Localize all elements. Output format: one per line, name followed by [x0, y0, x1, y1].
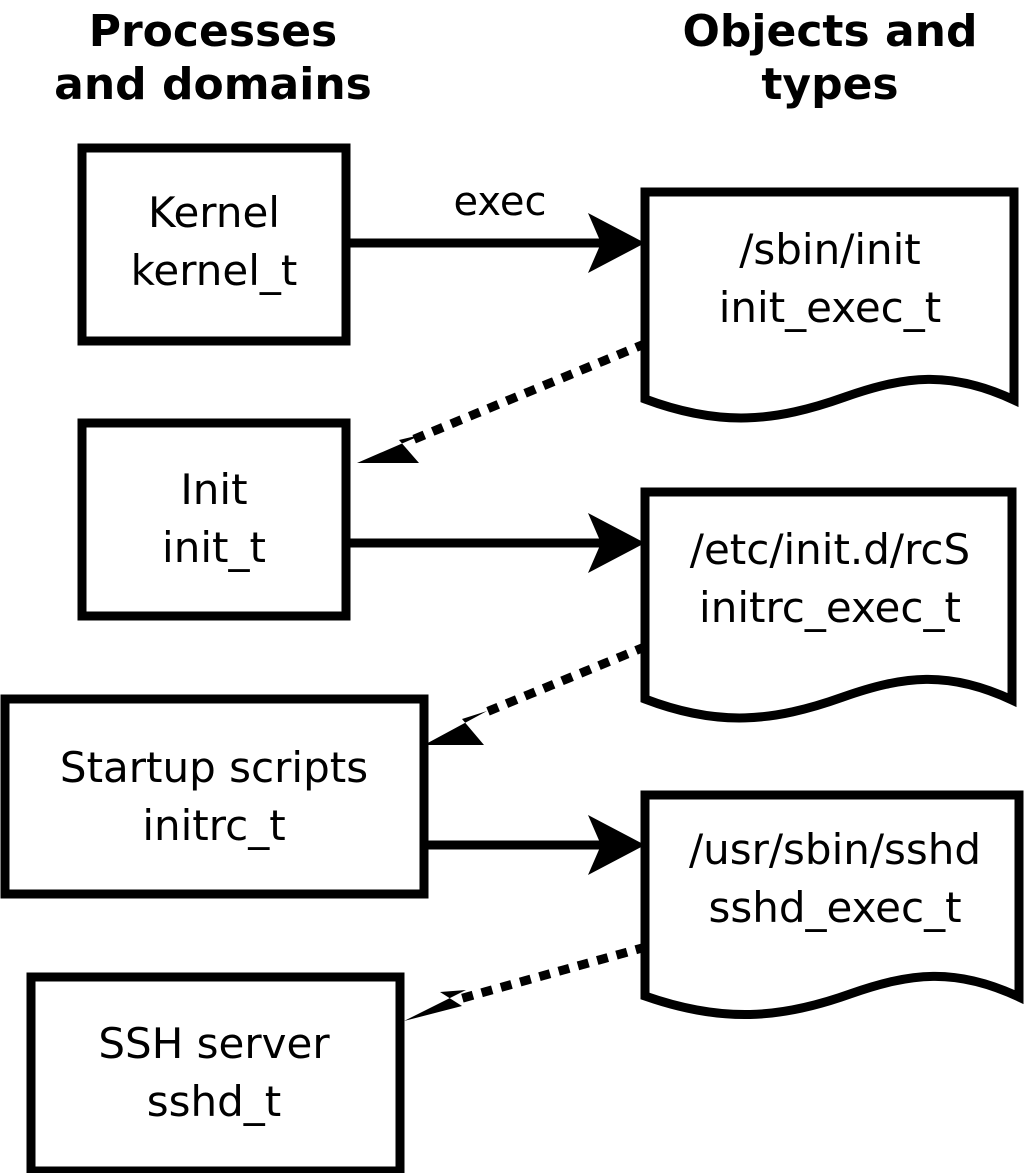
edge-initrc-exec-sshd-exec-arrowhead	[588, 815, 645, 875]
edge-sshd-exec-to-sshd-line	[457, 942, 648, 1004]
object-node-init-exec[interactable]: /sbin/init init_exec_t	[640, 187, 1019, 423]
edge-label-exec: exec	[454, 179, 547, 225]
column-header-objects: Objects and types	[683, 6, 978, 110]
object-node-initrc-exec[interactable]: /etc/init.d/rcS initrc_exec_t	[640, 487, 1017, 723]
edge-initrc-exec-to-initrc	[424, 642, 648, 745]
edge-initrc-exec-to-initrc-arrowhead	[424, 711, 487, 745]
object-node-sshd-exec-type: sshd_exec_t	[708, 883, 961, 932]
column-header-processes-line2: and domains	[54, 59, 372, 110]
object-node-init-exec-type: init_exec_t	[719, 283, 942, 332]
edge-initrc-exec-sshd-exec	[424, 815, 645, 875]
process-node-init-type: init_t	[162, 523, 266, 572]
process-node-initrc-type: initrc_t	[142, 801, 285, 850]
process-node-initrc-name: Startup scripts	[60, 743, 368, 792]
object-node-sshd-exec-shape[interactable]	[640, 790, 1024, 1020]
edge-sshd-exec-to-sshd	[404, 942, 648, 1021]
column-header-processes: Processes and domains	[54, 6, 372, 110]
object-node-sshd-exec-path: /usr/sbin/sshd	[689, 825, 981, 874]
process-node-init[interactable]: Init init_t	[77, 418, 351, 621]
edge-kernel-exec-init-exec: exec	[346, 179, 645, 273]
edge-init-exec-to-init	[357, 339, 648, 463]
object-node-initrc-exec-path: /etc/init.d/rcS	[690, 525, 970, 574]
process-node-sshd-name: SSH server	[98, 1019, 330, 1068]
edge-init-exec-to-init-arrowhead	[357, 434, 424, 463]
object-node-initrc-exec-shape[interactable]	[640, 487, 1017, 723]
edge-sshd-exec-to-sshd-arrowhead	[404, 990, 466, 1021]
object-node-init-exec-path: /sbin/init	[739, 225, 921, 274]
process-node-kernel-box[interactable]	[77, 143, 351, 346]
object-node-init-exec-shape[interactable]	[640, 187, 1019, 423]
process-node-initrc[interactable]: Startup scripts initrc_t	[0, 694, 429, 899]
edge-initrc-exec-to-initrc-line	[473, 642, 648, 721]
process-node-sshd[interactable]: SSH server sshd_t	[26, 972, 405, 1173]
process-node-kernel[interactable]: Kernel kernel_t	[77, 143, 351, 346]
process-node-initrc-box[interactable]	[0, 694, 429, 899]
edge-kernel-exec-init-exec-arrowhead	[588, 213, 645, 273]
process-node-sshd-type: sshd_t	[147, 1077, 282, 1126]
process-node-init-box[interactable]	[77, 418, 351, 621]
column-header-objects-line2: types	[761, 59, 898, 110]
object-node-initrc-exec-type: initrc_exec_t	[699, 583, 961, 632]
edge-init-exec-initrc-exec-arrowhead	[588, 513, 645, 573]
process-node-sshd-box[interactable]	[26, 972, 405, 1173]
process-node-init-name: Init	[180, 465, 247, 514]
column-header-processes-line1: Processes	[89, 6, 338, 57]
process-node-kernel-name: Kernel	[148, 188, 280, 237]
edge-init-exec-to-init-line	[411, 339, 648, 444]
column-header-objects-line1: Objects and	[683, 6, 978, 57]
object-node-sshd-exec[interactable]: /usr/sbin/sshd sshd_exec_t	[640, 790, 1024, 1020]
process-node-kernel-type: kernel_t	[131, 246, 298, 295]
edge-init-exec-initrc-exec	[346, 513, 645, 573]
